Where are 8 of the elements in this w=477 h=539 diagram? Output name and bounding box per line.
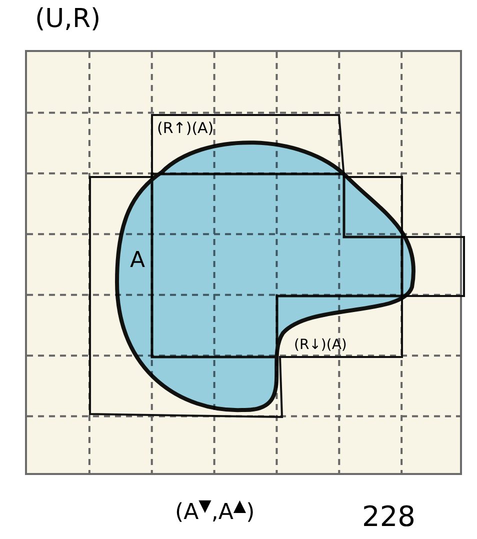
page-number: 228 bbox=[362, 503, 416, 531]
upper-approximation-label: (R↑)(A) bbox=[157, 121, 214, 136]
pair-notation: (A$^{▼}$,A$^{▲}$) bbox=[175, 502, 255, 524]
set-label: A bbox=[130, 250, 146, 272]
universe-label: (U,R) bbox=[35, 6, 101, 32]
upper-approximation-region bbox=[90, 115, 464, 417]
lower-approximation-label: (R↓)(A) bbox=[294, 338, 347, 352]
lower-approximation-region bbox=[152, 174, 402, 357]
